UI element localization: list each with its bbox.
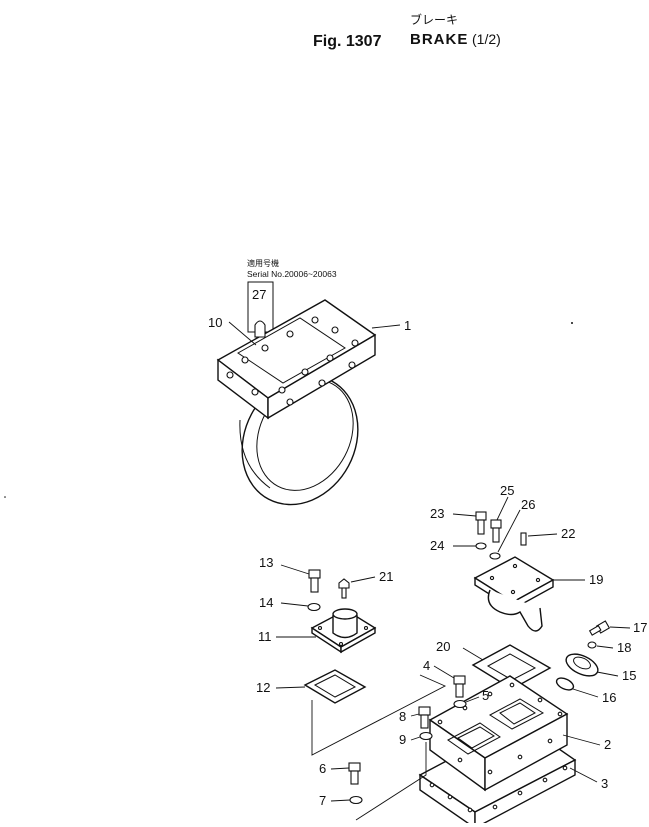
figure-title-jp: ブレーキ — [410, 12, 458, 27]
bolt-17 — [588, 620, 611, 636]
part-label-24: 24 — [430, 538, 444, 553]
part-label-11: 11 — [258, 629, 272, 644]
bolt-25 — [490, 519, 502, 543]
part-label-15: 15 — [622, 668, 636, 683]
serial-note: Serial No.20006~20063 — [247, 269, 337, 279]
serial-note-jp: 適用号機 — [247, 258, 279, 268]
part-label-18: 18 — [617, 640, 631, 655]
part-label-16: 16 — [602, 690, 616, 705]
washer-7 — [349, 795, 363, 805]
flange-15 — [565, 653, 599, 677]
part-label-2: 2 — [604, 737, 611, 752]
washer-18 — [587, 641, 597, 649]
washer-9 — [419, 731, 433, 741]
part-label-23: 23 — [430, 506, 444, 521]
part-label-6: 6 — [319, 761, 326, 776]
part-label-21: 21 — [379, 569, 393, 584]
bolt-13 — [308, 569, 321, 593]
part-label-19: 19 — [589, 572, 603, 587]
housing-cover-assembly — [216, 299, 377, 420]
gasket-12 — [303, 669, 367, 704]
figure-title: BRAKE — [410, 31, 468, 48]
part-label-27: 27 — [252, 287, 266, 302]
part-label-1: 1 — [404, 318, 411, 333]
part-label-4: 4 — [423, 658, 430, 673]
guide-line-gasket — [311, 674, 447, 756]
part-label-12: 12 — [256, 680, 270, 695]
pin-22 — [520, 532, 527, 546]
speck — [571, 322, 573, 324]
part-label-8: 8 — [399, 709, 406, 724]
part-label-7: 7 — [319, 793, 326, 808]
part-label-25: 25 — [500, 483, 514, 498]
bolt-8 — [418, 706, 431, 729]
part-label-26: 26 — [521, 497, 535, 512]
part-label-13: 13 — [259, 555, 273, 570]
part-label-9: 9 — [399, 732, 406, 747]
bolt-6 — [348, 762, 361, 785]
actuator-cover-11 — [310, 608, 377, 654]
o-ring-16 — [555, 677, 575, 691]
washer-26 — [489, 552, 501, 560]
part-label-5: 5 — [482, 688, 489, 703]
part-label-20: 20 — [436, 639, 450, 654]
part-label-14: 14 — [259, 595, 273, 610]
guide-line-bolt — [355, 742, 427, 821]
figure-number: Fig. 1307 — [313, 33, 382, 50]
housing-2 — [428, 675, 569, 792]
part-label-3: 3 — [601, 776, 608, 791]
washer-5 — [453, 699, 467, 709]
figure-sheet: (1/2) — [472, 31, 501, 47]
part-label-10: 10 — [208, 315, 222, 330]
bolt-23 — [475, 511, 487, 535]
gasket-20 — [471, 644, 552, 690]
speck — [4, 496, 6, 498]
cover-plate-19 — [473, 556, 555, 632]
part-label-17: 17 — [633, 620, 647, 635]
bolt-4 — [453, 675, 466, 698]
breather-21 — [338, 578, 350, 599]
washer-24 — [475, 542, 487, 550]
part-label-22: 22 — [561, 526, 575, 541]
washer-14 — [307, 602, 321, 612]
